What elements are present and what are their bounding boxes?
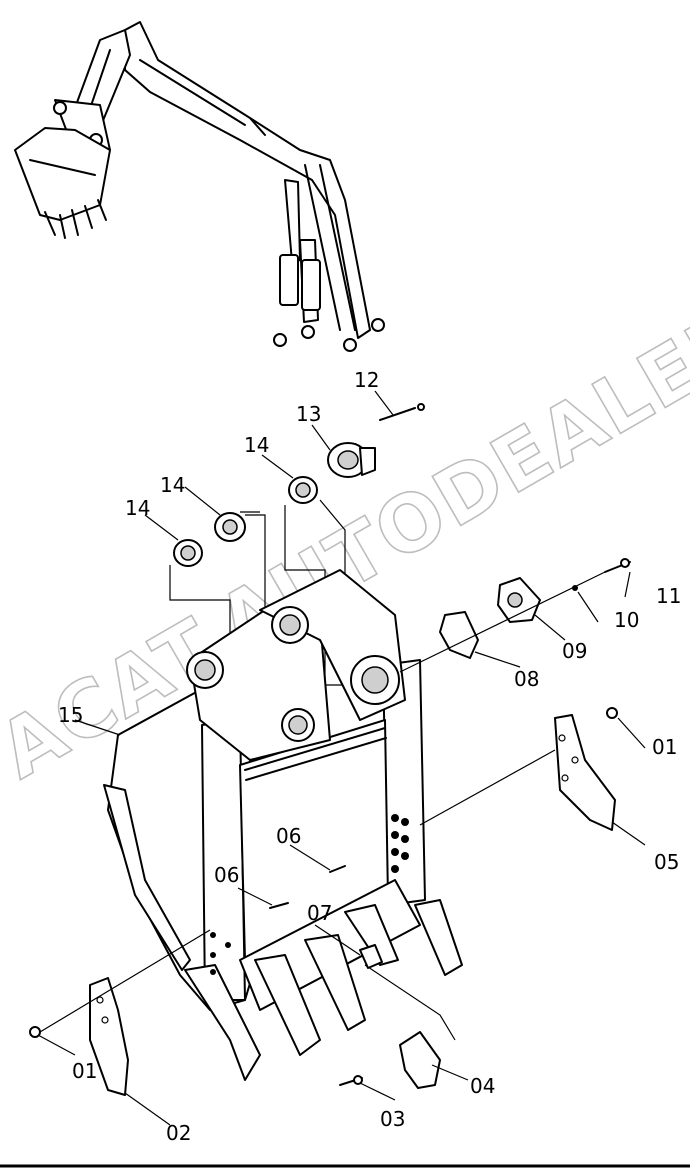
callout-labels: 12 13 14 14 14 11 10 09 08 15 01 06 05 0… (58, 368, 681, 1145)
callout-01-left: 01 (72, 1059, 97, 1083)
callout-10: 10 (614, 608, 639, 632)
leader-lines (37, 390, 646, 1126)
pin-assembly (169, 403, 425, 686)
side-cutter-bolt-holes (391, 814, 409, 873)
callout-09: 09 (562, 639, 587, 663)
watermark-text: ACAT.AUTODEALER.RU (0, 211, 690, 797)
callout-01-right: 01 (652, 735, 677, 759)
tooth-adapter-parts (269, 865, 441, 1089)
callout-14-top: 14 (244, 433, 269, 457)
callout-08: 08 (514, 667, 539, 691)
bucket-body (103, 569, 463, 1081)
callout-14-mid: 14 (160, 473, 185, 497)
callout-06-upper: 06 (276, 824, 301, 848)
side-cutter-right (554, 707, 618, 831)
callout-11: 11 (656, 584, 681, 608)
bucket-teeth (184, 899, 463, 1081)
callout-07: 07 (307, 901, 332, 925)
callout-06-lower: 06 (214, 863, 239, 887)
callout-15: 15 (58, 703, 83, 727)
pin-retainer-parts (399, 558, 631, 673)
callout-14-left: 14 (125, 496, 150, 520)
callout-03: 03 (380, 1107, 405, 1131)
side-cutter-left (29, 977, 129, 1096)
callout-05: 05 (654, 850, 679, 874)
excavator-arm-overview (14, 21, 385, 352)
callout-12: 12 (354, 368, 379, 392)
callout-02: 02 (166, 1121, 191, 1145)
callout-04: 04 (470, 1074, 495, 1098)
callout-13: 13 (296, 402, 321, 426)
